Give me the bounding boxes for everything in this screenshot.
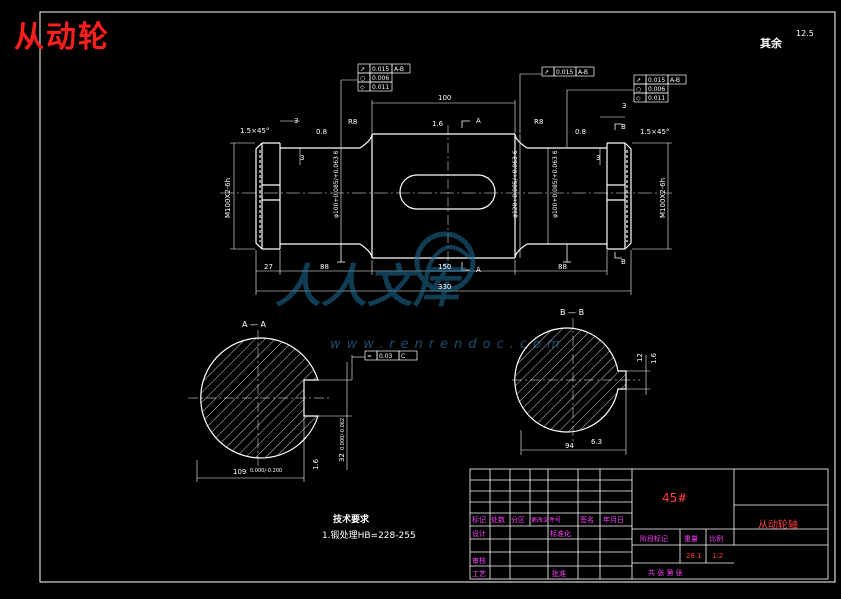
tolerance-symbol: ◇ — [360, 84, 365, 91]
roughness-6-3: 6.3 — [591, 438, 602, 446]
tolerance-value: 0.015 — [648, 77, 665, 84]
dim-32-tol: 0.000/-0.062 — [340, 418, 346, 450]
thread-left-label: M100X2-6h — [224, 178, 232, 218]
tb-standardize: 标准化 — [550, 529, 571, 538]
section-a-title: A — A — [242, 320, 267, 329]
dim-150: 150 — [438, 263, 451, 271]
tolerance-symbol: ○ — [636, 86, 641, 93]
dia-left-label: φ100+0.085/+0.063 6 — [333, 150, 340, 218]
dim-94: 94 — [565, 442, 574, 450]
dim-109-tol: 0.000/-0.200 — [250, 468, 282, 474]
shaft-main-view — [255, 133, 632, 259]
section-a-marker-bottom: A — [476, 266, 481, 274]
tolerance-symbol: = — [367, 353, 372, 360]
tolerance-symbol: ◇ — [636, 95, 641, 102]
dia-center-label: φ120+0.085/+0.063 6 — [512, 150, 519, 218]
tolerance-value: 0.006 — [372, 75, 389, 82]
chamfer-right: 1.5×45° — [640, 128, 669, 136]
dim-109: 109 — [233, 468, 246, 476]
tb-design: 设计 — [472, 529, 486, 538]
thread-right-label: M100X2-6h — [659, 178, 667, 218]
dim-32: 32 — [338, 453, 346, 462]
dim-3-right: 3 — [622, 102, 626, 110]
tolerance-value: 0.015 — [556, 69, 573, 76]
tb-weight: 重量 — [684, 535, 698, 543]
tb-header-1: 处数 — [491, 515, 505, 524]
section-b-title: B — B — [560, 308, 584, 317]
roughness-1-6: 1.6 — [432, 120, 444, 128]
section-b-marker-bottom: B — [621, 258, 626, 266]
roughness-value: 12.5 — [796, 29, 814, 38]
roughness-a: 1.6 — [312, 458, 320, 470]
tolerance-symbol: ○ — [360, 75, 365, 82]
tolerance-datum: C — [401, 353, 405, 360]
section-b-b — [512, 318, 650, 455]
tolerance-cell — [391, 63, 411, 74]
tolerance-datum: A-B — [394, 66, 404, 73]
tolerance-value: 0.015 — [372, 66, 389, 73]
tolerance-symbol: ↗ — [360, 66, 365, 73]
tb-weight-value: 28.1 — [686, 552, 702, 560]
tb-sheets: 共 张 第 张 — [648, 568, 683, 577]
tb-header-2: 分区 — [511, 515, 525, 524]
tolerance-symbol: ↗ — [544, 69, 549, 76]
material-label: 45# — [662, 491, 687, 505]
tb-approve: 批准 — [552, 569, 566, 578]
tb-header-5: 年月日 — [603, 515, 624, 524]
dia-right-label: φ100+0.085/+0.063 6 — [552, 150, 559, 218]
drawing-border — [39, 11, 836, 583]
tolerance-cell — [667, 74, 687, 85]
tolerance-value: 0.03 — [379, 353, 393, 360]
tb-scale-value: 1:2 — [712, 552, 723, 560]
tech-req-heading: 技术要求 — [333, 513, 370, 525]
tolerance-symbol: ↗ — [636, 77, 641, 84]
tb-header-4: 签名 — [580, 515, 594, 524]
tb-scale: 比例 — [709, 534, 723, 543]
tolerance-datum: A-B — [670, 77, 680, 84]
watermark-text: 人人文库 — [275, 259, 467, 313]
tolerance-value: 0.006 — [648, 86, 665, 93]
roughness-b: 1.6 — [650, 352, 658, 364]
tb-stage-mark: 阶段标记 — [640, 534, 668, 543]
tolerance-cell — [645, 92, 669, 103]
tb-review: 审核 — [472, 556, 486, 565]
banner-title: 从动轮 — [14, 20, 110, 55]
dim-27: 27 — [264, 263, 273, 271]
tb-header-0: 标记 — [472, 515, 486, 524]
roughness-0-8-right: 0.8 — [575, 128, 586, 136]
tolerance-cell — [575, 66, 595, 77]
watermark-url: www.renrendoc.com — [330, 337, 566, 352]
dim-88-right: 88 — [558, 263, 567, 271]
dim-330: 330 — [438, 283, 451, 291]
dim-3-left: 3 — [294, 117, 298, 125]
dim-3-vert-right: 3 — [596, 154, 600, 162]
dim-100: 100 — [438, 94, 451, 102]
tolerance-value: 0.011 — [648, 95, 665, 102]
tolerance-value: 0.011 — [372, 84, 389, 91]
fillet-right: R8 — [534, 118, 543, 126]
tolerance-cell — [369, 81, 393, 92]
tb-header-3: 更改文件号 — [531, 516, 561, 524]
part-name-label: 从动轮轴 — [758, 518, 798, 531]
dim-3-vert-left: 3 — [300, 154, 304, 162]
fillet-left: R8 — [348, 118, 357, 126]
roughness-0-8-left: 0.8 — [316, 128, 327, 136]
dim-12: 12 — [636, 353, 644, 362]
tolerance-datum: A-B — [578, 69, 588, 76]
watermark-logo: 人人文库 www.renrendoc.com — [275, 231, 566, 352]
chamfer-left: 1.5×45° — [240, 127, 269, 135]
tolerance-cell — [398, 350, 418, 361]
tb-process: 工艺 — [472, 570, 486, 578]
section-a-marker-top: A — [476, 117, 481, 125]
tech-req-line1: 1.锻处理HB=228-255 — [322, 529, 416, 541]
dim-88-left: 88 — [320, 263, 329, 271]
roughness-label: 其余 — [760, 36, 783, 50]
datum-symbols — [337, 120, 622, 271]
section-b-marker-top: B — [621, 123, 626, 131]
section-a-a — [188, 330, 365, 482]
title-block-grid — [469, 468, 829, 580]
